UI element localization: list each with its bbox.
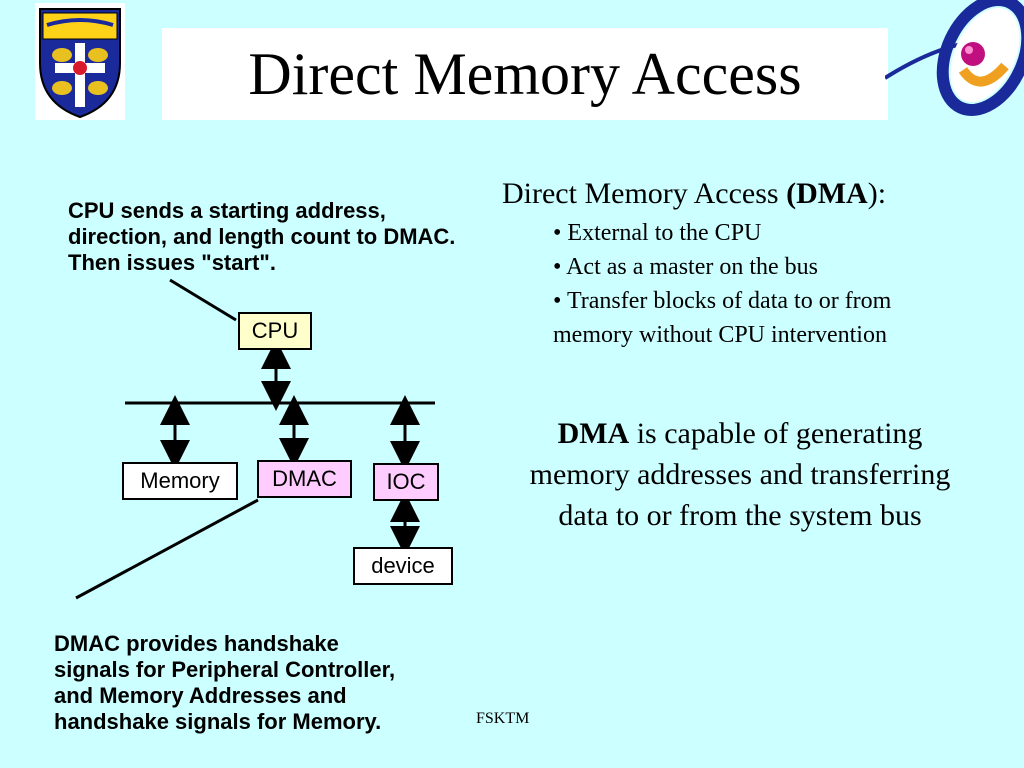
cpu-box: CPU [238,312,312,350]
cpu-note-leader [169,278,237,322]
dma-heading: Direct Memory Access (DMA): [502,176,1002,212]
dma-heading-prefix: Direct Memory Access [502,177,787,210]
dma-heading-term: DMA [796,177,868,210]
dma-bullet: • Transfer blocks of data to or from mem… [553,288,892,348]
memory-box: Memory [122,462,238,500]
dma-bullet-list: • External to the CPU • Act as a master … [553,216,973,352]
dma-statement: DMA is capable of generating memory addr… [520,413,960,536]
title-box: Direct Memory Access [162,28,888,120]
dmac-box: DMAC [257,460,352,498]
slide-footer: FSKTM [476,710,530,727]
dma-heading-open: ( [786,177,797,210]
dma-statement-text: is capable of generating memory addresse… [529,417,951,532]
dma-heading-close: ): [867,177,887,210]
slide-title: Direct Memory Access [248,41,802,107]
dmac-note-leader [75,498,259,600]
dma-bullet: • External to the CPU [553,220,762,246]
dma-statement-term: DMA [557,417,630,450]
ioc-box: IOC [373,463,439,501]
cpu-note: CPU sends a starting address, direction,… [68,198,456,275]
device-box: device [353,547,453,585]
orbit-logo-icon [883,0,1024,120]
university-crest-icon [35,3,125,120]
dmac-note: DMAC provides handshake signals for Peri… [54,631,396,734]
dma-bullet: • Act as a master on the bus [553,254,819,280]
